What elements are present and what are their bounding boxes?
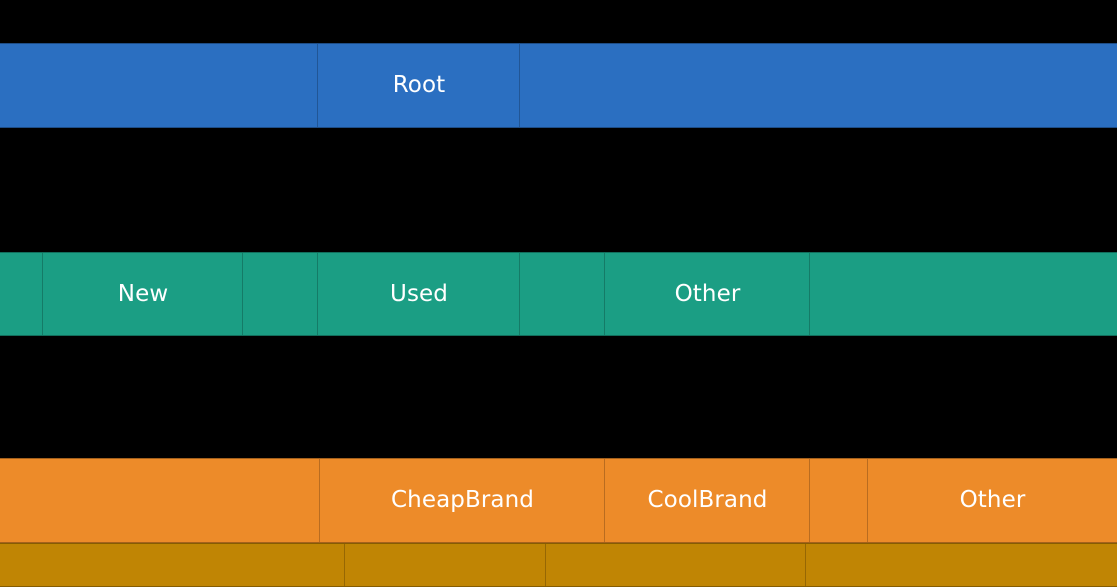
chart-node-new[interactable]: New [43, 252, 243, 336]
chart-node-unlabeled[interactable] [806, 543, 1117, 587]
chart-node-other[interactable]: Other [810, 252, 1117, 336]
chart-level-root: Root Root Root [0, 43, 1117, 128]
chart-node-label: Used [390, 280, 448, 307]
chart-node-unlabeled[interactable] [546, 543, 806, 587]
chart-node-root[interactable]: Root [0, 43, 318, 128]
chart-node-label: CoolBrand [647, 487, 768, 513]
chart-level-sub-brand [0, 543, 1117, 587]
chart-node-new[interactable]: New [0, 252, 43, 336]
chart-node-label: Root [392, 72, 446, 98]
chart-node-label: Other [959, 487, 1026, 513]
chart-node-other[interactable]: Other [868, 458, 1117, 543]
chart-node-unlabeled[interactable] [0, 543, 345, 587]
chart-level-brand: CheapBrand CheapBrand CoolBrand CoolBrand Ot… [0, 458, 1117, 543]
chart-node-root[interactable]: Root [520, 43, 1117, 128]
chart-node-new[interactable]: New [243, 252, 318, 336]
chart-node-cheapbrand[interactable]: CheapBrand [320, 458, 605, 543]
chart-node-other[interactable]: Other [605, 252, 810, 336]
chart-node-used[interactable]: Used [520, 252, 605, 336]
chart-node-unlabeled[interactable] [345, 543, 546, 587]
chart-node-coolbrand[interactable]: CoolBrand [605, 458, 810, 543]
chart-node-coolbrand[interactable]: CoolBrand [810, 458, 868, 543]
chart-node-label: New [117, 280, 169, 307]
chart-node-root[interactable]: Root [318, 43, 520, 128]
chart-node-label: CheapBrand [391, 487, 534, 513]
chart-node-cheapbrand[interactable]: CheapBrand [0, 458, 320, 543]
chart-node-used[interactable]: Used [318, 252, 520, 336]
chart-level-condition: New New New Used Used Other Other [0, 252, 1117, 336]
chart-node-label: Other [674, 280, 741, 307]
